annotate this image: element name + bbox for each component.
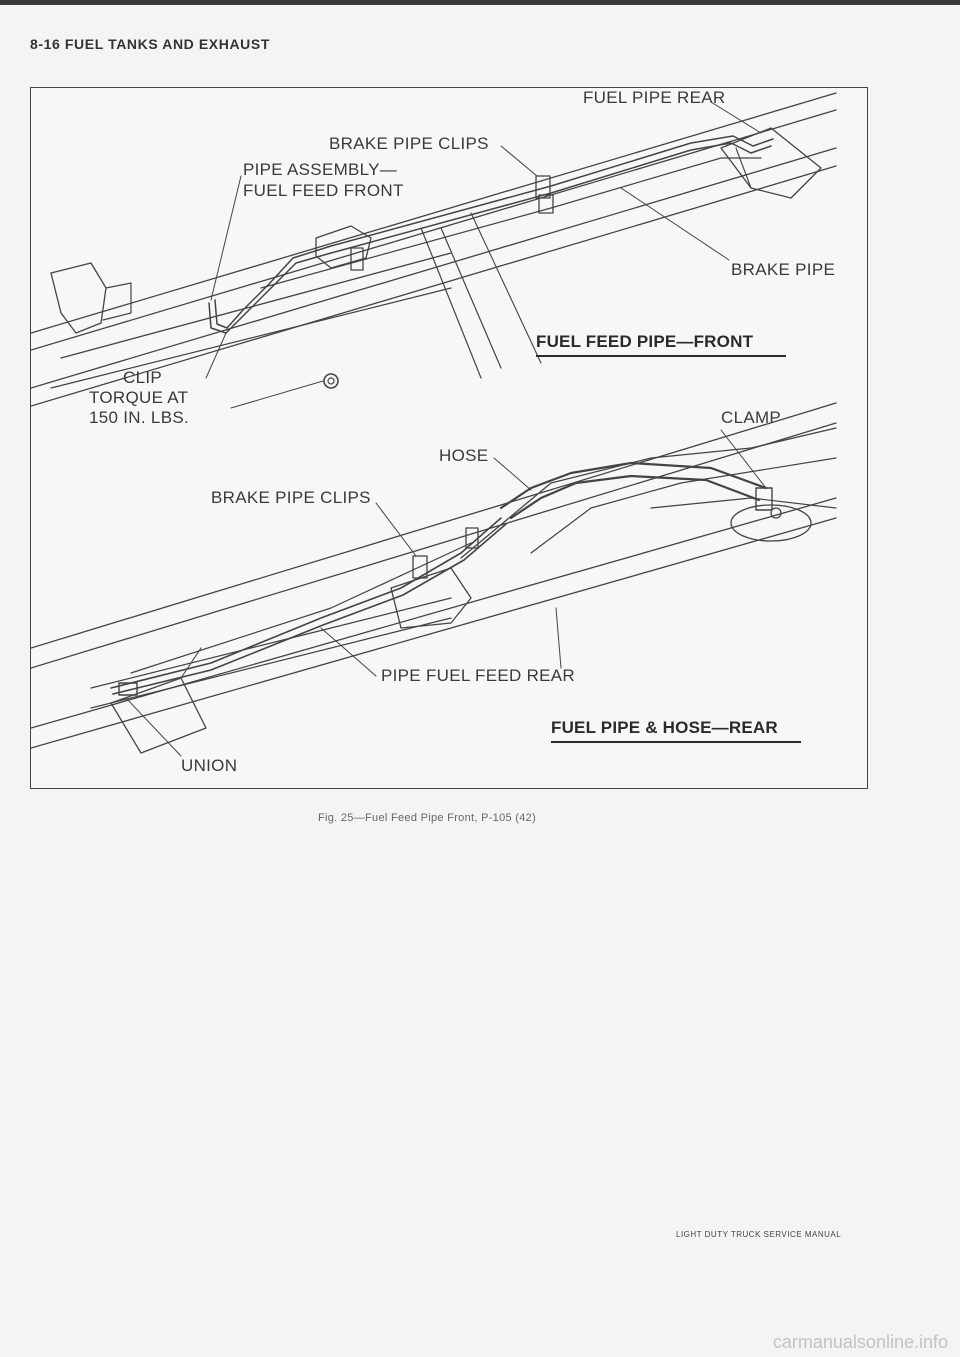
label-pipe-assembly-line1: PIPE ASSEMBLY— bbox=[243, 160, 398, 179]
title-fuel-feed-pipe-front: FUEL FEED PIPE—FRONT bbox=[536, 332, 754, 351]
label-front-brake-pipe-clips: BRAKE PIPE CLIPS bbox=[329, 134, 489, 153]
label-torque-line2: 150 IN. LBS. bbox=[89, 408, 189, 427]
title-front-underline bbox=[536, 355, 786, 357]
label-pipe-assembly-line2: FUEL FEED FRONT bbox=[243, 181, 404, 200]
watermark-text: carmanualsonline.info bbox=[772, 1332, 948, 1352]
fuel-feed-pipe-figure: FUEL PIPE REAR BRAKE PIPE CLIPS PIPE ASS… bbox=[30, 87, 868, 789]
rear-brake-pipe bbox=[130, 542, 472, 674]
figure-illustration bbox=[31, 92, 837, 757]
label-fuel-pipe-rear: FUEL PIPE REAR bbox=[583, 88, 726, 107]
front-frame-rails bbox=[31, 92, 837, 407]
front-brake-clip-a bbox=[535, 175, 551, 199]
union-fitting bbox=[118, 682, 138, 696]
rear-hose bbox=[499, 461, 768, 510]
union-bracket bbox=[110, 677, 207, 754]
label-clamp: CLAMP bbox=[721, 408, 782, 427]
front-crossmember bbox=[420, 227, 482, 379]
label-brake-pipe: BRAKE PIPE bbox=[731, 260, 836, 279]
page-top-rule bbox=[0, 0, 960, 5]
rear-brake-clip-b bbox=[465, 527, 479, 549]
rear-clamp bbox=[755, 487, 773, 511]
label-pipe-fuel-feed-rear: PIPE FUEL FEED REAR bbox=[381, 666, 576, 685]
front-mid-bracket bbox=[315, 225, 372, 269]
tank-sender-opening bbox=[730, 504, 812, 542]
front-left-bracket bbox=[50, 262, 107, 334]
fuel-tank-outline bbox=[460, 427, 837, 559]
title-rear-underline bbox=[551, 741, 801, 743]
front-rear-bracket bbox=[720, 127, 822, 199]
front-brake-clip-c bbox=[350, 247, 364, 271]
figure-caption: Fig. 25—Fuel Feed Pipe Front, P-105 (42) bbox=[318, 812, 537, 824]
front-brake-pipe bbox=[260, 157, 762, 289]
label-rear-brake-pipe-clips: BRAKE PIPE CLIPS bbox=[211, 488, 371, 507]
rear-leaders bbox=[125, 429, 767, 757]
front-bolt bbox=[323, 373, 339, 389]
label-torque-line1: TORQUE AT bbox=[89, 388, 189, 407]
label-clip: CLIP bbox=[123, 368, 162, 387]
front-leaders bbox=[205, 101, 762, 409]
rear-fuel-pipe bbox=[110, 517, 502, 689]
label-hose: HOSE bbox=[439, 446, 489, 465]
rear-mid-bracket bbox=[390, 567, 472, 629]
section-header: 8-16 FUEL TANKS AND EXHAUST bbox=[30, 36, 270, 52]
label-union: UNION bbox=[181, 756, 238, 775]
front-brake-clip-b bbox=[538, 194, 554, 214]
title-fuel-pipe-hose-rear: FUEL PIPE & HOSE—REAR bbox=[551, 718, 778, 737]
rear-frame-rails bbox=[31, 402, 837, 749]
manual-footer: LIGHT DUTY TRUCK SERVICE MANUAL bbox=[676, 1230, 842, 1239]
front-fuel-pipe bbox=[208, 135, 774, 334]
